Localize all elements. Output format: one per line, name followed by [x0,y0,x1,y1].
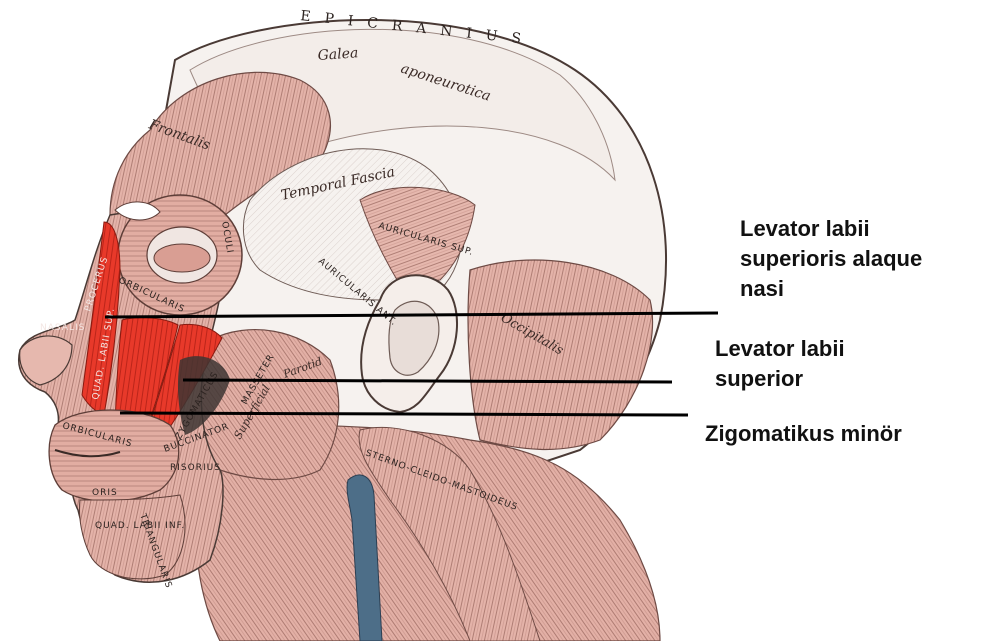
label-nasalis: NASALIS [40,323,85,333]
label-galea: Galea [317,45,359,64]
eyelid [154,244,210,272]
label-risorius: RISORIUS [170,463,221,473]
leader-line-levator-labii-superior [183,380,672,382]
callout-line: superior [715,364,845,394]
masseter-muscle [201,330,338,480]
leader-line-zigomatikus-minor [120,413,688,415]
callout-line: superioris alaque [740,244,922,274]
callout-line: Zigomatikus minör [705,419,902,449]
callout-zigomatikus-minor: Zigomatikus minör [705,419,902,449]
label-orbicularis-oris-2: ORIS [92,488,118,498]
callout-levator-labii-superior: Levator labii superior [715,334,845,394]
callout-line: Levator labii [715,334,845,364]
chin-muscles [79,495,185,579]
callout-levator-labii-superioris-alaeque-nasi: Levator labii superioris alaque nasi [740,214,922,304]
callout-line: nasi [740,274,922,304]
callout-line: Levator labii [740,214,922,244]
